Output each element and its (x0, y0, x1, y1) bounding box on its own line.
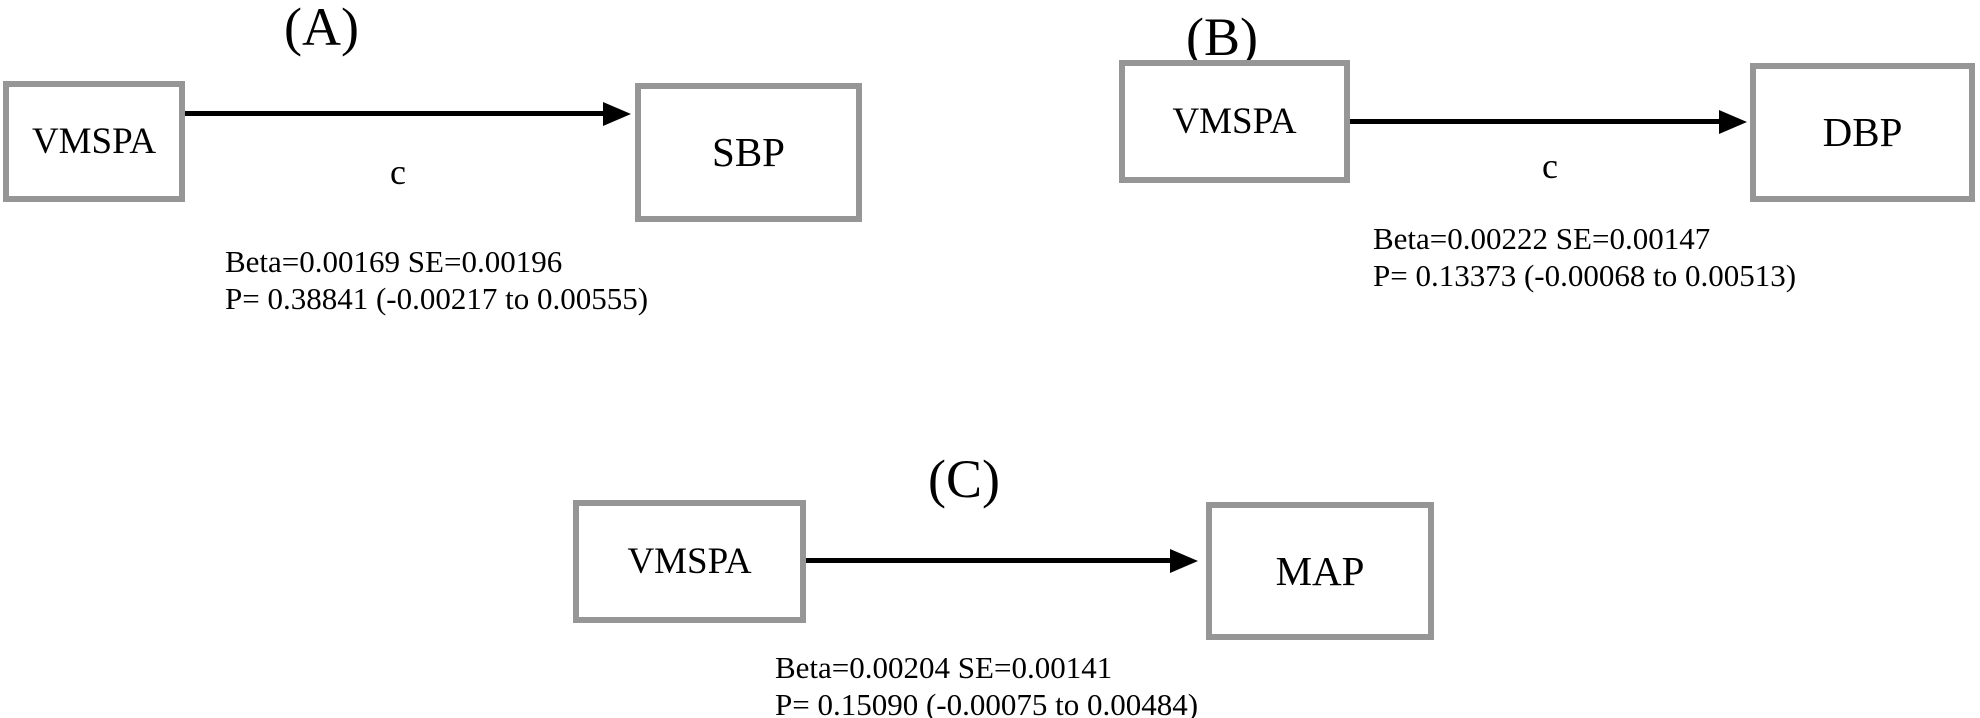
panel-a-source-node: VMSPA (3, 81, 185, 202)
panel-a-stats-line-1: Beta=0.00169 SE=0.00196 (225, 244, 563, 279)
panel-b-source-label: VMSPA (1172, 101, 1297, 142)
panel-c-outcome-node: MAP (1206, 502, 1434, 640)
panel-a-letter: (A) (284, 0, 359, 57)
panel-b-path-label: c (1542, 146, 1558, 186)
panel-b-stats-line-1: Beta=0.00222 SE=0.00147 (1373, 221, 1711, 256)
panel-a-path-label: c (390, 152, 406, 192)
panel-a-source-label: VMSPA (31, 121, 157, 162)
panel-c-path-arrow (806, 547, 1216, 577)
panel-b-outcome-node: DBP (1750, 63, 1975, 202)
panel-c-source-label: VMSPA (627, 541, 752, 582)
panel-c-stats-line-1: Beta=0.00204 SE=0.00141 (775, 650, 1113, 685)
panel-c-stats-line-2: P= 0.15090 (-0.00075 to 0.00484) (775, 686, 1199, 718)
panel-b-letter: (B) (1186, 7, 1258, 67)
panel-b-stats-caption: Beta=0.00222 SE=0.00147 P= 0.13373 (-0.0… (1373, 221, 1796, 294)
panel-c-source-node: VMSPA (573, 500, 806, 623)
panel-a-outcome-label: SBP (712, 129, 785, 175)
panel-a-stats-caption: Beta=0.00169 SE=0.00196 P= 0.38841 (-0.0… (225, 244, 648, 317)
panel-c-stats-caption: Beta=0.00204 SE=0.00141 P= 0.15090 (-0.0… (775, 650, 1198, 718)
panel-b-path-arrow (1350, 108, 1760, 138)
panel-a-outcome-node: SBP (635, 83, 862, 222)
panel-c-outcome-label: MAP (1275, 547, 1365, 594)
panel-b-source-node: VMSPA (1119, 60, 1350, 183)
panel-c-letter: (C) (928, 449, 1000, 509)
panel-a-path-arrow (185, 100, 635, 130)
panel-b-outcome-label: DBP (1822, 109, 1903, 155)
panel-a-stats-line-2: P= 0.38841 (-0.00217 to 0.00555) (225, 280, 649, 316)
panel-b-stats-line-2: P= 0.13373 (-0.00068 to 0.00513) (1373, 257, 1797, 293)
